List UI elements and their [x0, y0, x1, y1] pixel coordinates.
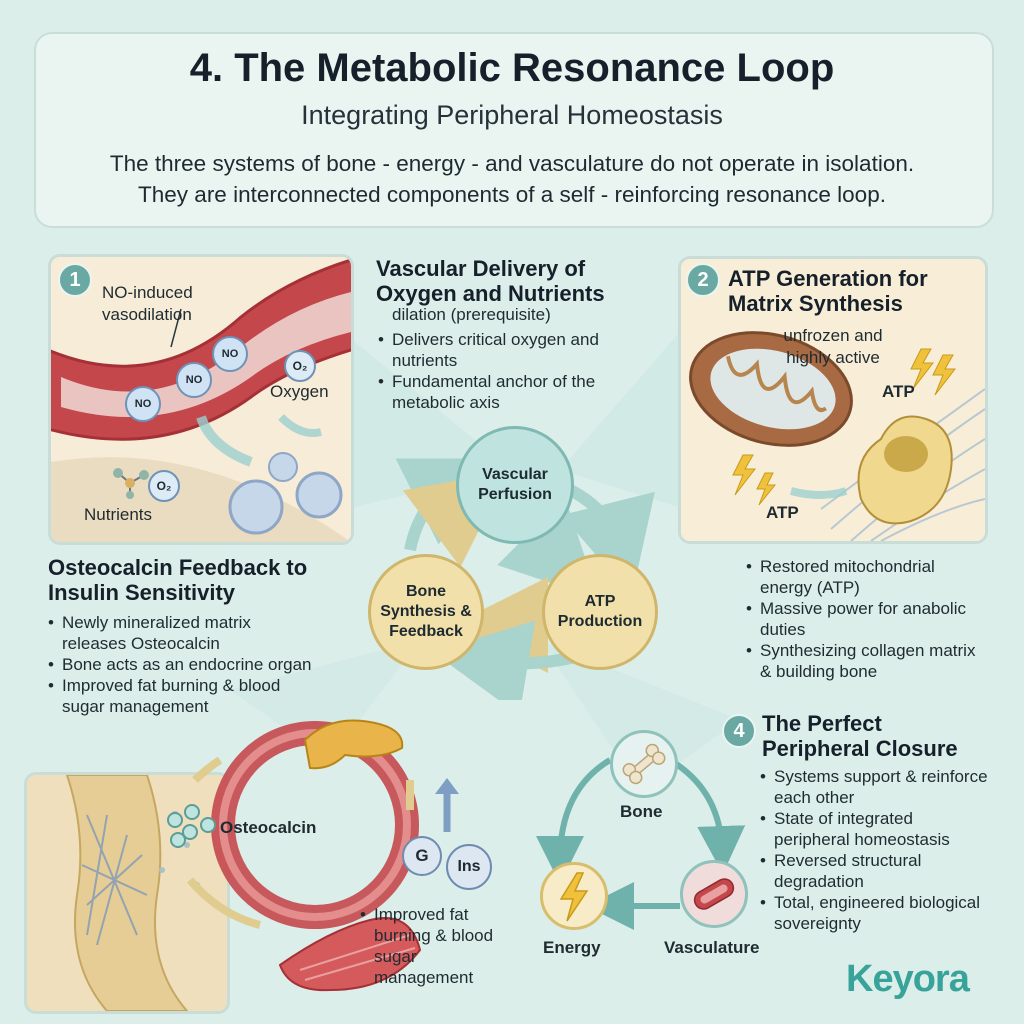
atp-label-2: ATP — [766, 503, 799, 522]
glucose-badge: G — [402, 836, 442, 876]
mini-energy-label: Energy — [543, 938, 601, 957]
closure-bullet: Reversed structural degradation — [760, 850, 988, 892]
osteocalcin-bullets: Newly mineralized matrix releases Osteoc… — [48, 612, 318, 717]
badge-1: 1 — [58, 263, 92, 297]
nutrient-molecule-icon — [113, 468, 149, 499]
insulin-badge: Ins — [446, 844, 492, 890]
no-molecule-2: NO — [176, 362, 212, 398]
no-molecule-1: NO — [125, 386, 161, 422]
atp-generation-title: ATP Generation for Matrix Synthesis — [728, 266, 928, 316]
no-molecule-3: NO — [212, 336, 248, 372]
o2-label-2: O₂ — [156, 479, 172, 493]
vascular-bullets: Delivers critical oxygen and nutrients F… — [378, 329, 618, 413]
no-label-3: NO — [221, 348, 239, 360]
active-label: unfrozen and highly active — [783, 326, 883, 367]
oxygen-label: Oxygen — [270, 382, 329, 401]
up-arrow-icon — [435, 778, 459, 832]
node-vascular-label: Vascular Perfusion — [478, 466, 552, 503]
node-vascular-perfusion: Vascular Perfusion — [456, 426, 574, 544]
vascular-delivery-title: Vascular Delivery of Oxygen and Nutrient… — [376, 256, 605, 306]
intro-line-2: They are interconnected components of a … — [138, 182, 886, 207]
central-cycle-arrows — [395, 458, 655, 700]
closure-title: The Perfect Peripheral Closure — [762, 711, 958, 761]
node-atp-production: ATP Production — [542, 554, 658, 670]
no-label-2: NO — [185, 374, 203, 386]
closure-bullet: Total, engineered biological sovereignty — [760, 892, 988, 934]
mini-vasculature-label: Vasculature — [664, 938, 760, 957]
mitochondria-illustration — [681, 259, 985, 541]
closure-bullet: State of integrated peripheral homeostas… — [760, 808, 988, 850]
intro-line-1: The three systems of bone - energy - and… — [109, 151, 915, 176]
mini-cycle-arrows — [536, 757, 746, 930]
header-panel — [34, 32, 994, 228]
osteocalcin-bullet: Bone acts as an endocrine organ — [48, 654, 318, 675]
vessel-illustration — [51, 257, 351, 542]
no-label-1: NO — [134, 398, 152, 410]
badge-4: 4 — [722, 714, 756, 748]
osteocalcin-bullet: Newly mineralized matrix releases Osteoc… — [48, 612, 318, 654]
osteocalcin-bullet: Improved fat burning & blood sugar manag… — [48, 675, 318, 717]
mini-bone-label: Bone — [620, 802, 663, 821]
intro-text: The three systems of bone - energy - and… — [60, 148, 964, 210]
vascular-line1: dilation (prerequisite) — [392, 305, 551, 324]
node-bone-synthesis: Bone Synthesis & Feedback — [368, 554, 484, 670]
osteocalcin-feedback-title: Osteocalcin Feedback to Insulin Sensitiv… — [48, 555, 308, 605]
atp-bullet: Synthesizing collagen matrix & building … — [746, 640, 976, 682]
mini-bone-node — [610, 730, 678, 798]
bone-icon — [622, 743, 666, 785]
badge-2: 2 — [686, 263, 720, 297]
o2-label-1: O₂ — [292, 359, 308, 373]
mitochondria-illustration-panel — [678, 256, 988, 544]
mini-vasculature-node — [680, 860, 748, 928]
atp-label-1: ATP — [882, 382, 915, 401]
osteocalcin-label: Osteocalcin — [220, 818, 317, 837]
insulin-label: Ins — [457, 858, 481, 875]
vessel-icon — [693, 878, 735, 910]
nutrients-label: Nutrients — [84, 505, 153, 524]
node-atp-label: ATP Production — [557, 593, 643, 630]
o2-molecule-2: O₂ — [148, 470, 180, 502]
panel3-bullets: Improved fat burning & blood sugar manag… — [360, 904, 510, 988]
o2-molecule-1: O₂ — [284, 350, 316, 382]
atp-bullet: Massive power for anabolic duties — [746, 598, 976, 640]
brand-logo: Keyora — [846, 958, 970, 1000]
vascular-bullet: Fundamental anchor of the metabolic axis — [378, 371, 618, 413]
bone-illustration — [27, 775, 227, 1011]
lightning-icon — [559, 872, 589, 922]
vasodilation-label: NO-induced vasodilation — [102, 283, 193, 324]
mini-energy-node — [540, 862, 608, 930]
closure-bullets: Systems support & reinforce each other S… — [760, 766, 988, 934]
page-subtitle: Integrating Peripheral Homeostasis — [301, 100, 723, 130]
page-title: 4. The Metabolic Resonance Loop — [189, 46, 835, 90]
closure-bullet: Systems support & reinforce each other — [760, 766, 988, 808]
vascular-bullet: Delivers critical oxygen and nutrients — [378, 329, 618, 371]
glucose-label: G — [415, 846, 429, 865]
atp-bullet: Restored mitochondrial energy (ATP) — [746, 556, 976, 598]
vessel-illustration-panel — [48, 254, 354, 545]
node-bone-label: Bone Synthesis & Feedback — [380, 583, 472, 640]
panel3-bullet: Improved fat burning & blood sugar manag… — [360, 904, 510, 988]
atp-bullets: Restored mitochondrial energy (ATP) Mass… — [746, 556, 976, 682]
